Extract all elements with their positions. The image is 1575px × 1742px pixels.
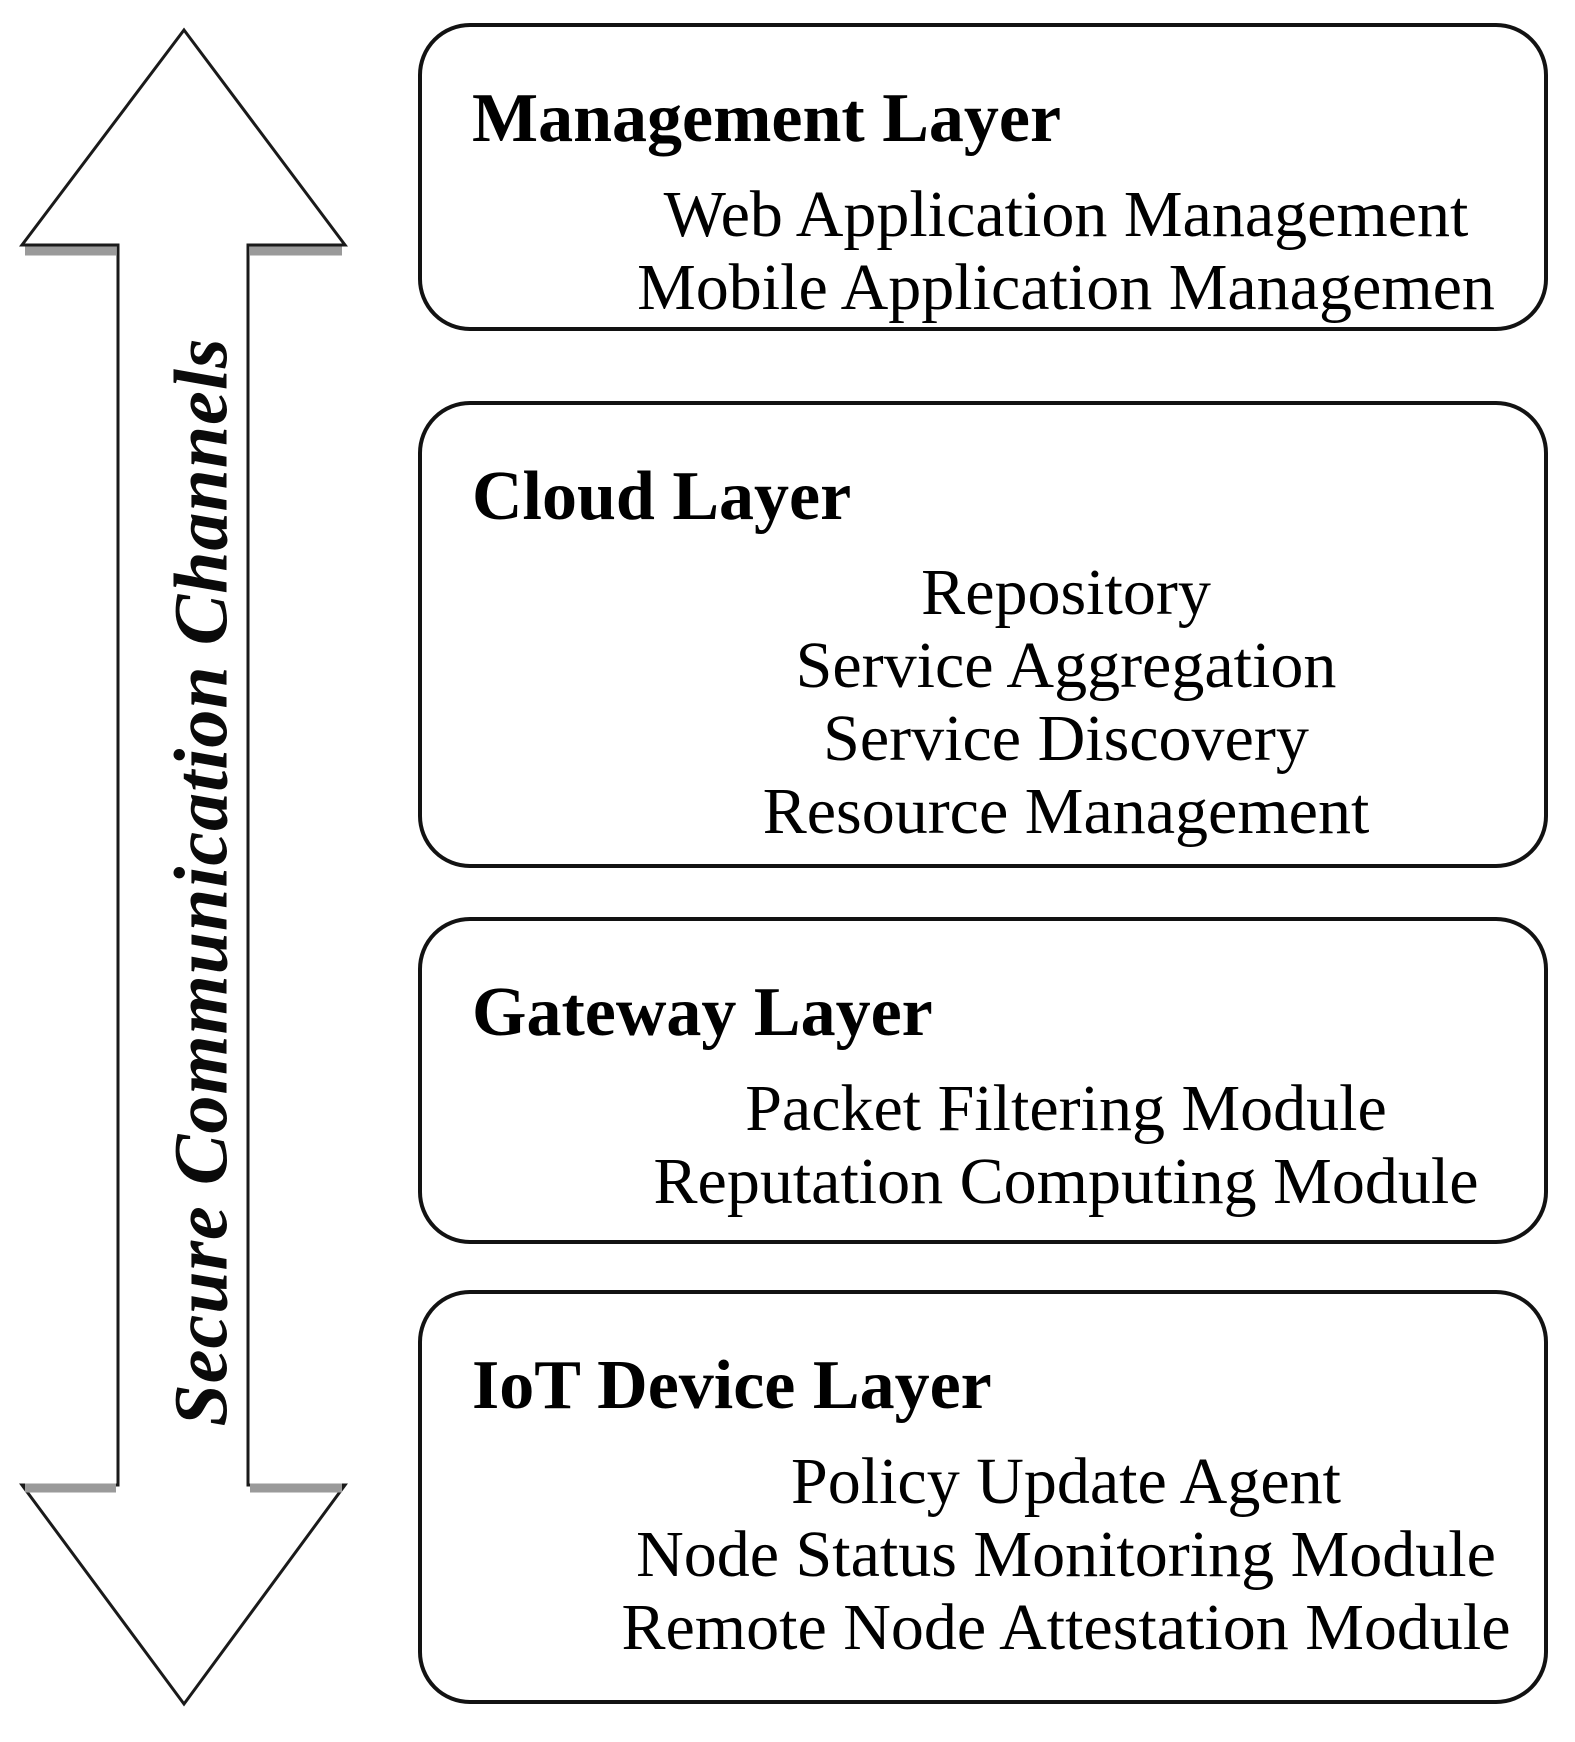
layer-title-iot-device: IoT Device Layer: [472, 1347, 992, 1424]
layer-items-management: Web Application Management Mobile Applic…: [592, 178, 1540, 324]
layer-box-iot-device: IoT Device Layer Policy Update Agent Nod…: [418, 1290, 1548, 1704]
layer-box-gateway: Gateway Layer Packet Filtering Module Re…: [418, 917, 1548, 1244]
layer-title-gateway: Gateway Layer: [472, 974, 933, 1051]
layer-title-management: Management Layer: [472, 80, 1062, 157]
secure-channels-label: Secure Communication Channels: [159, 337, 244, 1427]
layer-item: Policy Update Agent: [791, 1445, 1341, 1518]
layer-box-cloud: Cloud Layer Repository Service Aggregati…: [418, 401, 1548, 868]
secure-channels-arrow: Secure Communication Channels: [16, 24, 352, 1714]
layer-title-cloud: Cloud Layer: [472, 458, 852, 535]
layer-items-cloud: Repository Service Aggregation Service D…: [592, 556, 1540, 848]
layer-box-management: Management Layer Web Application Managem…: [418, 23, 1548, 331]
layer-item: Reputation Computing Module: [653, 1145, 1479, 1218]
layer-item: Web Application Management: [663, 178, 1469, 251]
layer-item: Node Status Monitoring Module: [636, 1518, 1496, 1591]
double-arrow-icon: [18, 27, 348, 1707]
layer-item: Packet Filtering Module: [745, 1072, 1387, 1145]
layer-item: Remote Node Attestation Module: [621, 1591, 1511, 1664]
layer-item: Service Aggregation: [795, 629, 1337, 702]
layer-items-iot-device: Policy Update Agent Node Status Monitori…: [592, 1445, 1540, 1664]
layer-items-gateway: Packet Filtering Module Reputation Compu…: [592, 1072, 1540, 1218]
layer-item: Repository: [921, 556, 1211, 629]
layer-item: Mobile Application Managemen: [637, 251, 1495, 324]
layer-item: Service Discovery: [823, 702, 1309, 775]
layer-item: Resource Management: [762, 775, 1370, 848]
